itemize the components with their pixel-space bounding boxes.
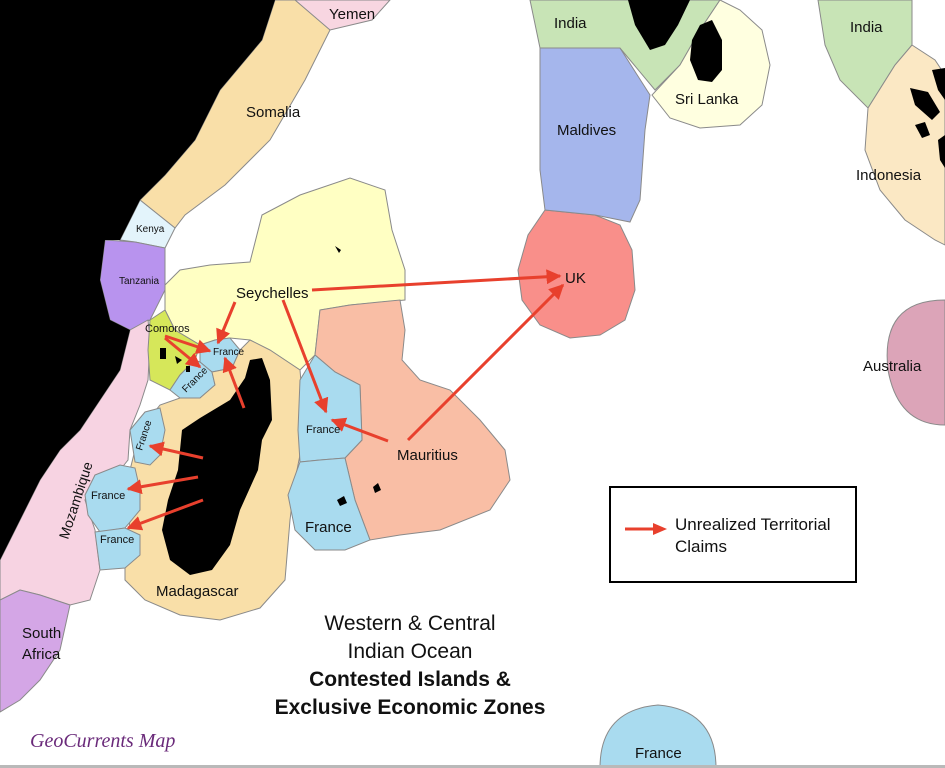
claim-arrow: [311, 269, 562, 292]
yemen-label: Yemen: [329, 6, 375, 23]
claim-arrow: [126, 498, 204, 531]
south-africa-zone: [0, 589, 71, 713]
india-label: India: [554, 15, 587, 32]
france-reunion-zone: [287, 457, 371, 551]
seychelles-island: [335, 246, 341, 253]
mauritius-label: Mauritius: [397, 447, 458, 464]
south-africa-label: Africa: [22, 646, 61, 663]
france-bassas-da-india-label: France: [91, 490, 125, 502]
seychelles-label: Seychelles: [236, 285, 309, 302]
comoros-island: [160, 348, 166, 359]
india-label: India: [850, 19, 883, 36]
title-line-bold: Contested Islands &: [309, 668, 511, 691]
mayotte-island: [186, 366, 190, 372]
france-reunion-label: France: [305, 519, 352, 536]
mauritius-island: [373, 483, 381, 493]
claim-arrow: [222, 356, 246, 409]
indonesia-island: [910, 88, 940, 120]
kenya-label: Kenya: [136, 224, 165, 235]
sri-lanka-landmass: [690, 20, 722, 82]
claim-arrow: [406, 283, 565, 442]
legend-label: Unrealized Territorial Claims: [675, 515, 831, 556]
title-line: Indian Ocean: [347, 640, 473, 663]
title-line: Western & Central: [324, 612, 496, 635]
comoros-island: [175, 356, 182, 364]
france-glorioso-label: France: [213, 347, 245, 358]
claim-arrow: [216, 301, 237, 345]
map-credit: GeoCurrents Map: [30, 730, 176, 752]
tanzania-label: Tanzania: [119, 276, 159, 287]
uk-label: UK: [565, 270, 586, 287]
somalia-label: Somalia: [246, 104, 301, 121]
claim-arrow: [330, 417, 389, 443]
claim-arrow: [281, 299, 329, 414]
indonesia-label: Indonesia: [856, 167, 922, 184]
uk-zone: [517, 209, 636, 339]
france-europa-zone: [94, 527, 141, 571]
maldives-label: Maldives: [557, 122, 616, 139]
india-landmass: [628, 0, 690, 50]
france-europa-label: France: [100, 534, 134, 546]
claim-arrow: [148, 441, 204, 460]
claim-arrows: [126, 269, 565, 531]
madagascar-landmass: [162, 358, 272, 575]
title-line-bold: Exclusive Economic Zones: [274, 696, 546, 719]
claim-arrow: [164, 334, 212, 354]
indonesia-island: [938, 135, 945, 168]
indonesia-island: [915, 122, 930, 138]
france-kerguelen-label: France: [635, 745, 682, 762]
claim-arrow: [164, 336, 202, 369]
france-tromelin-label: France: [306, 424, 340, 436]
madagascar-label: Madagascar: [156, 583, 239, 600]
legend-arrow-icon: [625, 523, 667, 535]
claim-arrow: [126, 475, 199, 495]
france-kerguelen-zone: [599, 704, 717, 768]
map-legend: Unrealized Territorial Claims: [609, 486, 857, 583]
africa-landmass: [0, 0, 275, 560]
sri-lanka-label: Sri Lanka: [675, 91, 739, 108]
australia-zone: [886, 299, 945, 426]
comoros-label: Comoros: [145, 323, 190, 335]
bottom-border: [0, 765, 945, 768]
australia-label: Australia: [863, 358, 922, 375]
south-africa-label: South: [22, 625, 61, 642]
indonesia-island: [932, 68, 945, 100]
map-title: Western & Central Indian Ocean Contested…: [200, 610, 620, 722]
reunion-island: [337, 496, 347, 506]
